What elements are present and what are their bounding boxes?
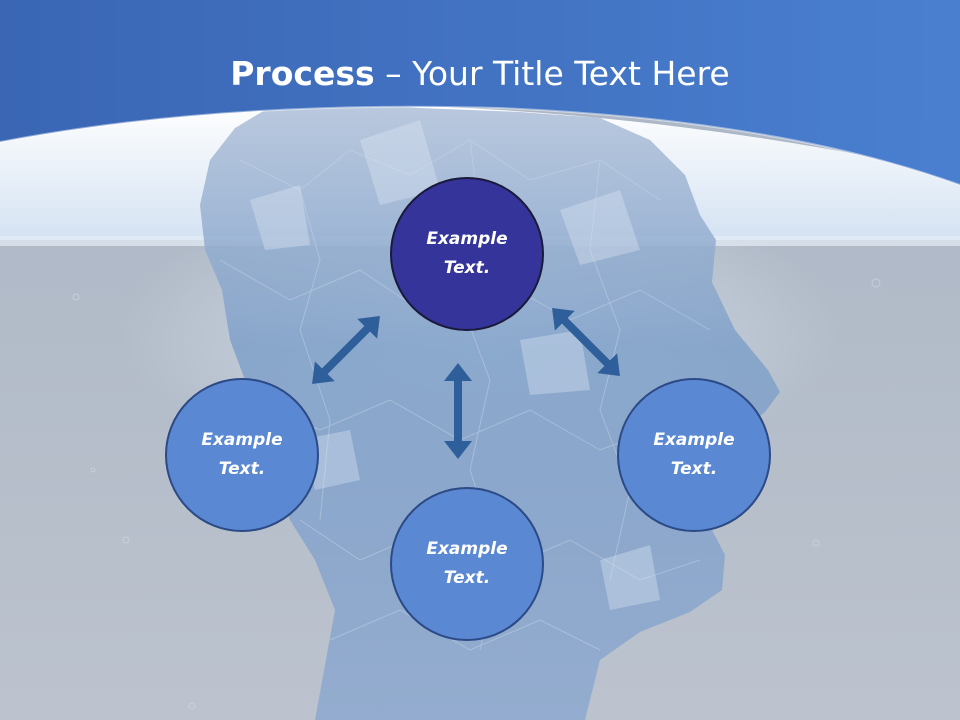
title-separator: – — [374, 54, 413, 93]
node-left: Example Text. — [165, 378, 319, 532]
node-top-label: Example Text. — [426, 229, 508, 278]
node-bottom: Example Text. — [390, 487, 544, 641]
node-top: Example Text. — [390, 177, 544, 331]
title-rest: Your Title Text Here — [412, 54, 730, 93]
node-bottom-label: Example Text. — [426, 539, 508, 588]
title-bold: Process — [230, 54, 375, 93]
arrow-vertical — [444, 363, 472, 459]
slide-title: Process – Your Title Text Here — [0, 52, 960, 96]
arrow-left-top — [312, 316, 380, 384]
arrow-right-top — [552, 308, 620, 376]
node-right-label: Example Text. — [653, 430, 735, 479]
node-left-label: Example Text. — [201, 430, 283, 479]
node-right: Example Text. — [617, 378, 771, 532]
